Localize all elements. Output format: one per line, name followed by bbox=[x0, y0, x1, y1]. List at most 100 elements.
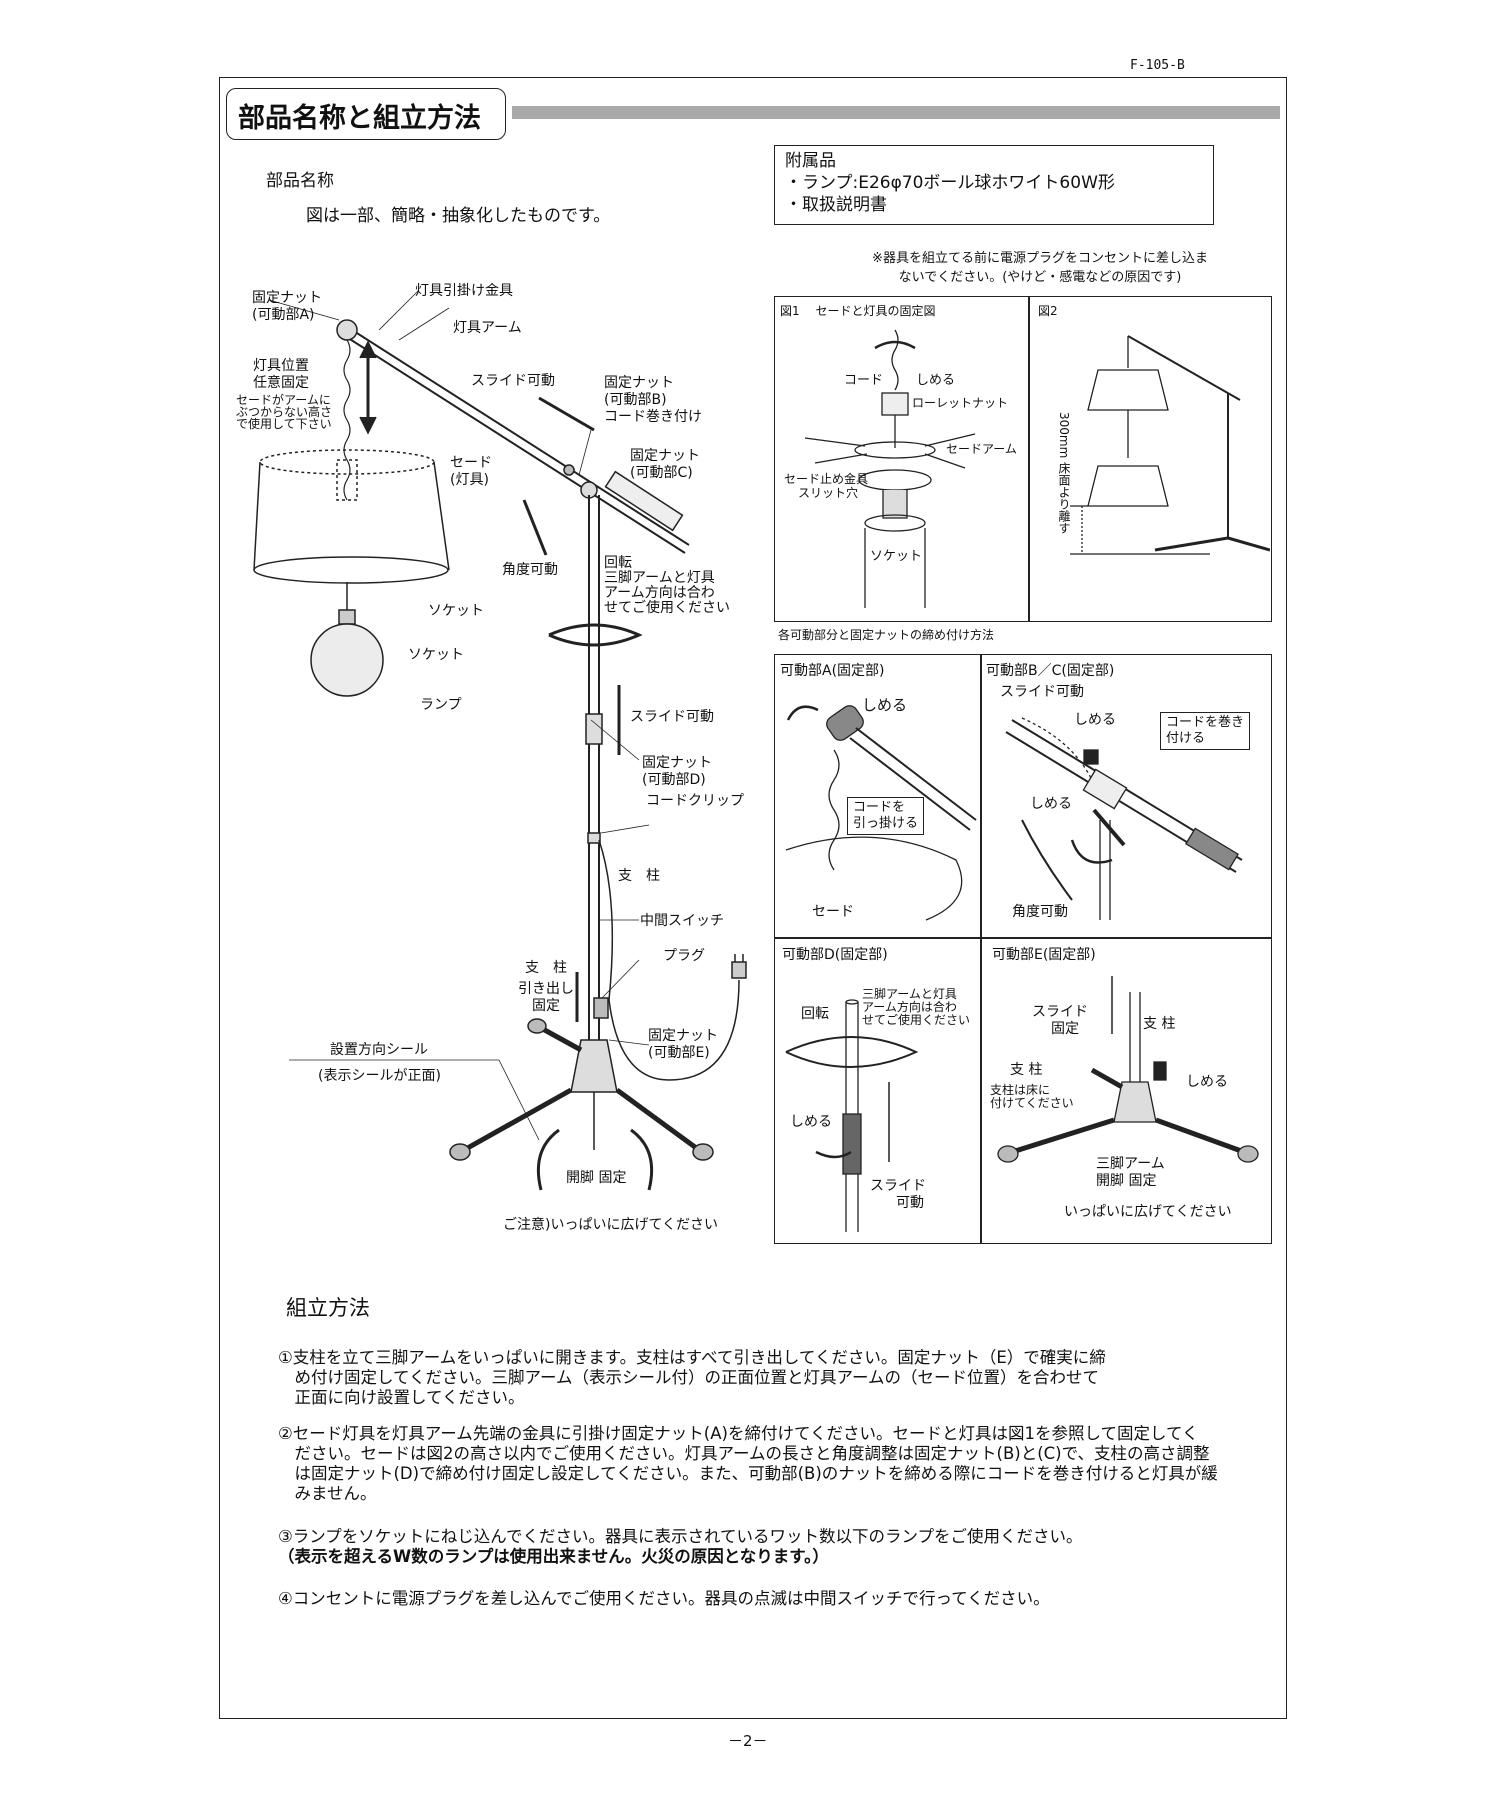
step-1-line3: 正面に向け設置してください。 bbox=[278, 1388, 525, 1407]
parts-heading: 部品名称 bbox=[266, 171, 334, 191]
part-bc-tighten-1: しめる bbox=[1074, 712, 1116, 728]
label-lamp-arm: 灯具アーム bbox=[453, 320, 522, 336]
figure-1-title: 図1 セードと灯具の固定図 bbox=[780, 304, 936, 318]
label-cord-clip: コードクリップ bbox=[646, 793, 744, 809]
warning-note-line1: ※器具を組立てる前に電源プラグをコンセントに差し込ま bbox=[872, 251, 1208, 266]
label-position: 灯具位置任意固定 bbox=[253, 358, 309, 392]
part-e-spread: いっぱいに広げてください bbox=[1064, 1204, 1232, 1220]
fig1-tighten: しめる bbox=[916, 373, 956, 388]
part-d-diagram bbox=[785, 999, 919, 1232]
label-pillar-pull-out-title: 支 柱 bbox=[525, 960, 567, 976]
figure-divider bbox=[1028, 296, 1030, 622]
step-1-line1: ①支柱を立て三脚アームをいっぱいに開きます。支柱はすべて引き出してください。固定… bbox=[278, 1348, 1106, 1367]
part-bc-callout-line1: コードを巻き bbox=[1166, 715, 1245, 730]
part-bc-angle: 角度可動 bbox=[1012, 904, 1068, 920]
label-fixed-nut-d-line2: (可動部D) bbox=[642, 772, 706, 788]
warning-note: ※器具を組立てる前に電源プラグをコンセントに差し込ま ないでください。(やけど・… bbox=[830, 249, 1250, 287]
shade-height-diagram bbox=[1070, 335, 1270, 555]
label-socket-upper: ソケット bbox=[428, 603, 484, 619]
figure-2-title: 図2 bbox=[1038, 304, 1058, 318]
label-fixed-nut-d: 固定ナット(可動部D) bbox=[642, 755, 712, 789]
label-angle-movable: 角度可動 bbox=[502, 562, 558, 578]
accessories-heading: 附属品 bbox=[785, 151, 836, 171]
label-fixed-nut-a-line2: (可動部A) bbox=[252, 307, 315, 323]
label-pillar-pull-out-line2: 固定 bbox=[532, 998, 560, 1014]
label-shade-note-line2: ぶつからない高さ bbox=[236, 405, 333, 419]
label-shade-note-line3: で使用して下さい bbox=[236, 417, 332, 431]
label-fixed-nut-b-line2: (可動部B) bbox=[604, 392, 667, 408]
part-d-title: 可動部D(固定部) bbox=[782, 947, 888, 963]
part-d-slide-line1: スライド bbox=[870, 1178, 926, 1194]
part-e-slide-line2: 固定 bbox=[1051, 1021, 1079, 1037]
part-d-slide-line2: 可動 bbox=[896, 1195, 924, 1211]
parts-subheading: 図は一部、簡略・抽象化したものです。 bbox=[306, 206, 611, 226]
figure-1-2-box bbox=[774, 296, 1272, 622]
accessories-manual: ・取扱説明書 bbox=[785, 195, 887, 215]
label-fixed-nut-e: 固定ナット(可動部E) bbox=[648, 1028, 718, 1062]
part-bc-tighten-2: しめる bbox=[1030, 796, 1072, 812]
label-socket-lower: ソケット bbox=[408, 647, 464, 663]
fig1-cord: コード bbox=[844, 373, 884, 388]
step-3: ③ランプをソケットにねじ込んでください。器具に表示されているワット数以下のランプ… bbox=[278, 1527, 1268, 1567]
label-hanger: 灯具引掛け金具 bbox=[415, 283, 513, 299]
title-rule bbox=[512, 106, 1280, 119]
label-fixed-nut-a: 固定ナット(可動部A) bbox=[252, 290, 322, 324]
accessories-lamp: ・ランプ:E26φ70ボール球ホワイト60W形 bbox=[785, 173, 1115, 193]
step-3-line1: ③ランプをソケットにねじ込んでください。器具に表示されているワット数以下のランプ… bbox=[278, 1527, 1083, 1546]
part-bc-slide: スライド可動 bbox=[1000, 684, 1084, 700]
label-caution: ご注意)いっぱいに広げてください bbox=[503, 1217, 719, 1233]
page-frame bbox=[219, 77, 1287, 1719]
label-position-line1: 灯具位置 bbox=[253, 358, 309, 374]
label-fixed-nut-a-line1: 固定ナット bbox=[252, 290, 322, 306]
step-2: ②セード灯具を灯具アーム先端の金具に引掛け固定ナット(A)を締付けてください。セ… bbox=[278, 1424, 1268, 1504]
part-a-diagram bbox=[785, 705, 977, 921]
document-code: F-105-B bbox=[1130, 58, 1185, 73]
part-e-slide-line1: スライド bbox=[1032, 1004, 1088, 1020]
fig1-socket: ソケット bbox=[870, 549, 923, 564]
label-middle-switch: 中間スイッチ bbox=[640, 913, 724, 929]
part-e-floor-note-line2: 付けてください bbox=[990, 1096, 1074, 1110]
part-d-tighten: しめる bbox=[790, 1114, 832, 1130]
label-fixed-nut-c: 固定ナット(可動部C) bbox=[630, 448, 700, 482]
fig1-shade-stop-line1: セード止め金具 bbox=[784, 472, 869, 486]
fig1-shade-arm: セードアーム bbox=[946, 442, 1017, 456]
part-d-rotate: 回転 bbox=[801, 1006, 829, 1022]
label-fixed-nut-d-line1: 固定ナット bbox=[642, 755, 712, 771]
panel-divider-horizontal bbox=[774, 937, 1272, 939]
part-d-note-line1: 三脚アームと灯具 bbox=[862, 987, 957, 1001]
label-fixed-nut-c-line2: (可動部C) bbox=[630, 465, 693, 481]
part-e-tripod: 三脚アーム開脚 固定 bbox=[1096, 1156, 1165, 1190]
part-d-note-line3: せてご使用ください bbox=[862, 1013, 971, 1027]
label-slide-movable-pole: スライド可動 bbox=[630, 709, 714, 725]
label-shade: セード(灯具) bbox=[450, 455, 492, 489]
part-e-floor-note-line1: 支柱は床に bbox=[990, 1083, 1051, 1097]
part-a-callout: コードを引っ掛ける bbox=[847, 797, 925, 835]
part-a-tighten: しめる bbox=[862, 696, 908, 714]
step-2-line1: ②セード灯具を灯具アーム先端の金具に引掛け固定ナット(A)を締付けてください。セ… bbox=[278, 1424, 1199, 1443]
part-e-tighten: しめる bbox=[1186, 1074, 1228, 1090]
page-title: 部品名称と組立方法 bbox=[238, 103, 481, 134]
part-a-shade: セード bbox=[812, 904, 854, 920]
label-pillar: 支 柱 bbox=[618, 868, 660, 884]
part-a-title: 可動部A(固定部) bbox=[780, 663, 885, 679]
title-box bbox=[226, 88, 506, 140]
step-4: ④コンセントに電源プラグを差し込んでご使用ください。器具の点滅は中間スイッチで行… bbox=[278, 1589, 1268, 1609]
label-rotate: 回転三脚アームと灯具アーム方向は合わせてご使用ください bbox=[604, 556, 730, 616]
step-3-line2: （表示を超えるW数のランプは使用出来ません。火災の原因となります。） bbox=[278, 1547, 829, 1566]
label-fixed-nut-e-line2: (可動部E) bbox=[648, 1045, 710, 1061]
part-d-slide: スライド可動 bbox=[870, 1178, 926, 1212]
tightening-panels-box bbox=[774, 654, 1272, 1244]
label-plug: プラグ bbox=[663, 948, 705, 964]
label-fixed-nut-b-line3: コード巻き付け bbox=[604, 409, 702, 425]
label-shade-note: セードがアームにぶつからない高さで使用して下さい bbox=[236, 394, 332, 430]
step-1: ①支柱を立て三脚アームをいっぱいに開きます。支柱はすべて引き出してください。固定… bbox=[278, 1348, 1268, 1408]
part-a-callout-line1: コードを bbox=[853, 800, 906, 815]
part-e-tripod-line1: 三脚アーム bbox=[1096, 1156, 1165, 1172]
label-pillar-pull-out: 支 柱引き出し固定 bbox=[518, 960, 574, 1015]
step-2-line2: ださい。セードは図2の高さ以内でご使用ください。灯具アームの長さと角度調整は固定… bbox=[278, 1444, 1210, 1463]
part-a-callout-line2: 引っ掛ける bbox=[853, 816, 919, 831]
label-fixed-nut-e-line1: 固定ナット bbox=[648, 1028, 718, 1044]
warning-note-line2: ないでください。(やけど・感電などの原因です) bbox=[898, 270, 1182, 285]
part-bc-diagram bbox=[1005, 717, 1243, 920]
part-e-pillar-lower: 支 柱 bbox=[1010, 1062, 1043, 1078]
